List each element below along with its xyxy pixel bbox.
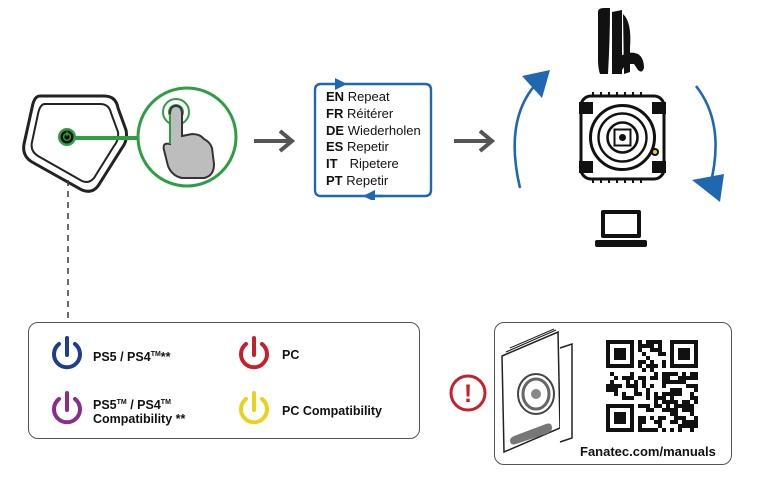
power-icon-ps [52, 336, 82, 370]
exclamation-icon: ! [449, 374, 487, 412]
dashed-connector [67, 180, 69, 322]
legend-label-pc: PC [282, 348, 300, 362]
cycle-arrows-icon [513, 70, 724, 202]
wheel-base-icon [579, 92, 666, 183]
lang-row-it: IT Ripetere [326, 156, 399, 172]
power-icon-pc-compat [239, 391, 269, 425]
manual-booklet-icon [501, 328, 573, 454]
connector-line [74, 136, 138, 140]
power-button[interactable] [58, 128, 76, 146]
power-icon-pc [239, 336, 269, 370]
manual-panel [494, 322, 732, 465]
legend-label-ps: PS5 / PS4TM** [93, 350, 171, 364]
arrow-right-icon [254, 129, 296, 153]
mode-legend [28, 322, 420, 439]
repeat-loop-icon [313, 78, 433, 200]
qr-code-icon [606, 340, 698, 432]
rim-button-icon [22, 94, 128, 193]
lang-row-pt: PT Repetir [326, 172, 389, 188]
svg-text:!: ! [464, 380, 472, 408]
power-icon-ps-compat [52, 391, 82, 425]
laptop-icon [595, 210, 647, 247]
legend-label-ps-compat: PS5TM / PS4TM Compatibility ** [93, 398, 186, 426]
ps5-console-icon [598, 8, 644, 74]
base-power-led [651, 148, 659, 156]
lang-row-fr: FR Réitérer [326, 105, 394, 121]
manuals-url: Fanatec.com/manuals [580, 444, 716, 459]
finger-press-icon [136, 86, 238, 188]
arrow-right-icon [454, 129, 496, 153]
repeat-language-list: EN Repeat FR Réitérer DE Wiederholen ES … [326, 89, 421, 190]
lang-row-es: ES Repetir [326, 139, 389, 155]
legend-label-pc-compat: PC Compatibility [282, 404, 383, 418]
lang-row-en: EN Repeat [326, 89, 390, 104]
lang-row-de: DE Wiederholen [326, 122, 421, 138]
